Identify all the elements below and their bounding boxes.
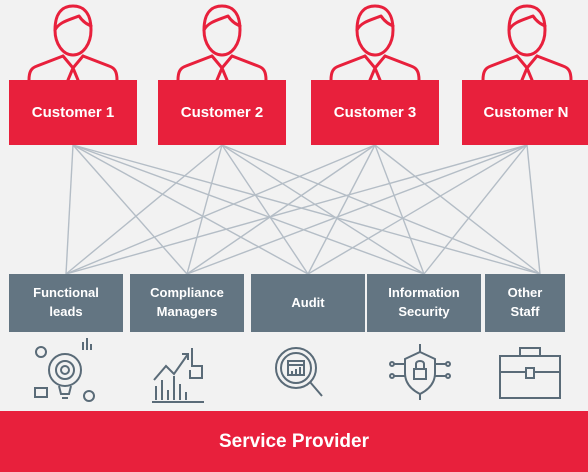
role-box: Audit (251, 274, 365, 332)
customer-box: Customer 1 (9, 80, 137, 145)
service-provider-bar: Service Provider (0, 411, 588, 472)
growth-chart-icon (152, 348, 204, 403)
connection-line (374, 144, 425, 275)
connection-line (72, 144, 188, 275)
person-icon (27, 4, 119, 82)
connection-line (72, 144, 541, 275)
customer-box: Customer 3 (311, 80, 439, 145)
person-icon (176, 4, 268, 82)
role-box: Functional leads (9, 274, 123, 332)
connection-line (307, 144, 528, 275)
connection-line (65, 144, 223, 275)
connection-line (186, 144, 528, 275)
connection-line (221, 144, 425, 275)
connection-line (186, 144, 376, 275)
customer-box: Customer N (462, 80, 588, 145)
connection-line (72, 144, 309, 275)
connection-line (65, 144, 74, 275)
role-box: Other Staff (485, 274, 565, 332)
role-box: Compliance Managers (130, 274, 244, 332)
role-box: Information Security (367, 274, 481, 332)
connection-line (65, 144, 376, 275)
connection-line (423, 144, 528, 275)
gear-bulb-icon (34, 338, 95, 402)
connection-line (65, 144, 528, 275)
person-icon (329, 4, 421, 82)
connection-lines (65, 144, 541, 275)
briefcase-icon (499, 347, 561, 399)
person-icon (481, 4, 573, 82)
connection-line (526, 144, 541, 275)
security-shield-icon (389, 344, 451, 400)
connection-line (72, 144, 425, 275)
connection-line (221, 144, 541, 275)
connection-line (221, 144, 309, 275)
magnifier-icon (275, 347, 323, 397)
customer-box: Customer 2 (158, 80, 286, 145)
connection-line (186, 144, 223, 275)
connection-line (307, 144, 376, 275)
connection-line (374, 144, 541, 275)
